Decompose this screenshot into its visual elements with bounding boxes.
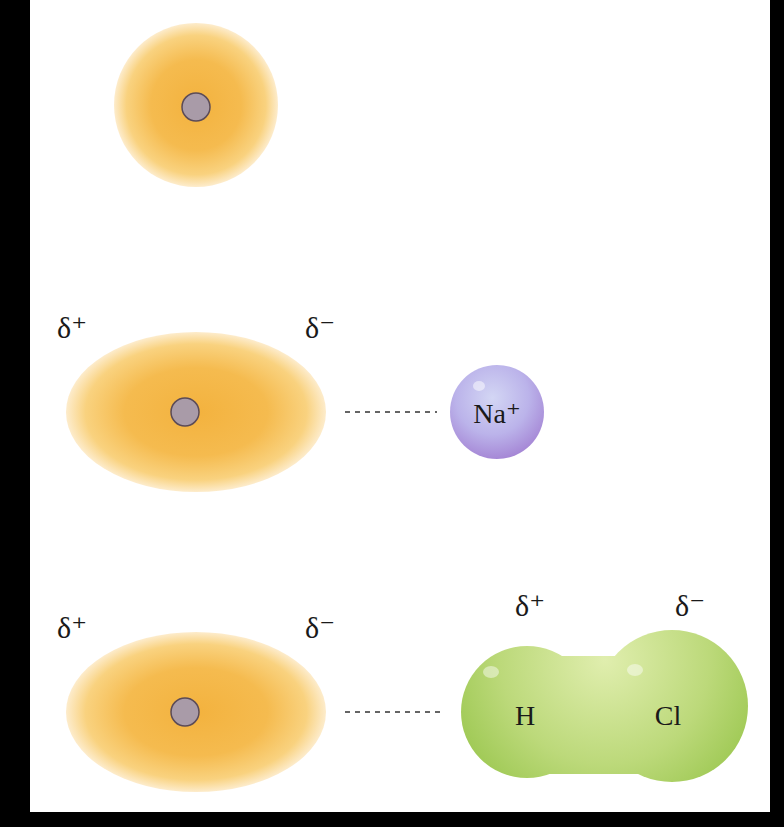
nucleus [171,398,199,426]
nucleus [171,698,199,726]
partial-charge: δ⁺ [57,313,87,343]
partial-charge: δ⁺ [515,591,545,621]
ion-sphere [450,365,544,459]
atom-label: Cl [655,702,681,730]
highlight [473,381,485,391]
nucleus [182,93,210,121]
ion-sphere: Na⁺ [449,364,545,460]
attraction-line [345,711,443,713]
electron-cloud [66,332,326,492]
attraction-line [345,411,437,413]
shape-outline [60,305,340,505]
shape-outline [60,605,340,805]
electron-cloud [66,632,326,792]
polarized-atom: δ⁺ δ⁻ [60,305,340,505]
atom-cloud [114,23,278,187]
partial-charge: δ⁻ [305,613,335,643]
atom-label: Na⁺ [473,400,520,428]
shape-outline [455,590,750,805]
atom-label: H [515,702,535,730]
partial-charge: δ⁻ [675,591,705,621]
molecule-shape: δ⁺ δ⁻ H Cl [455,590,750,805]
partial-charge: δ⁺ [57,613,87,643]
partial-charge: δ⁻ [305,313,335,343]
molecule-body [461,630,748,782]
polarized-atom: δ⁺ δ⁻ [60,605,340,805]
